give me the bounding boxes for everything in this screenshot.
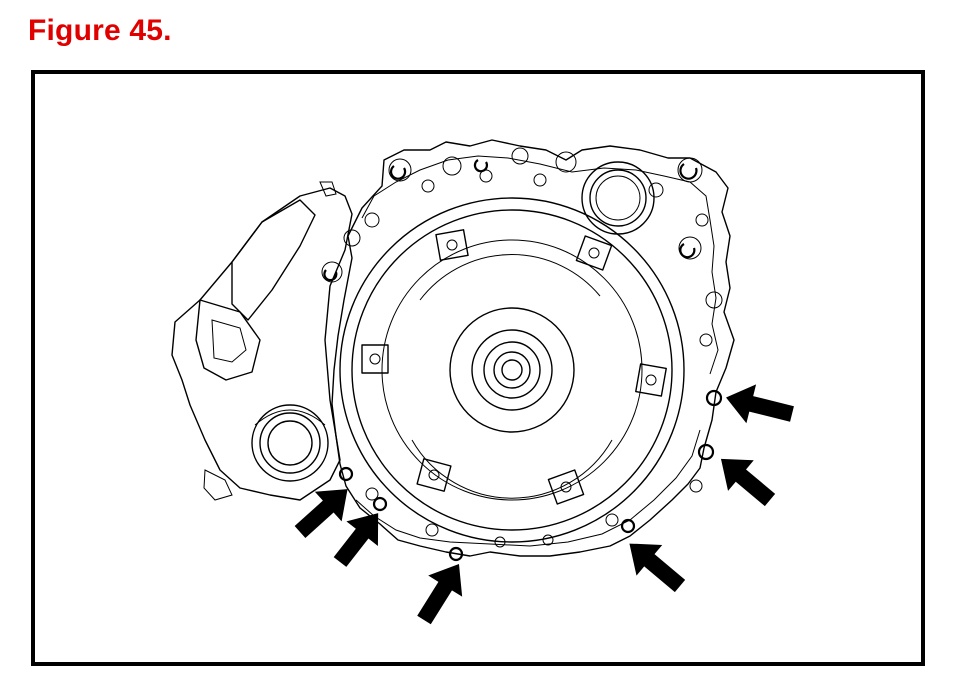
- arrow-icon: [333, 513, 379, 567]
- arrow-icon: [726, 384, 794, 424]
- converter-pad: [635, 363, 667, 397]
- converter-pad: [361, 344, 389, 374]
- figure-title: Figure 45.: [28, 14, 172, 47]
- pointer-arrows: [294, 384, 794, 625]
- arrow-icon: [417, 564, 463, 625]
- figure-frame: [31, 70, 925, 666]
- indicated-bolts: [338, 389, 723, 562]
- converter-pad: [435, 229, 469, 261]
- converter-pad: [575, 235, 613, 271]
- upper-bore: [581, 161, 655, 235]
- left-housing: [171, 181, 353, 501]
- torque-converter: [339, 197, 685, 543]
- arrow-icon: [720, 458, 776, 507]
- output-seal: [251, 404, 329, 482]
- converter-pad: [416, 458, 452, 492]
- arrow-icon: [294, 489, 348, 538]
- arrow-icon: [629, 543, 686, 593]
- converter-pad: [547, 469, 585, 505]
